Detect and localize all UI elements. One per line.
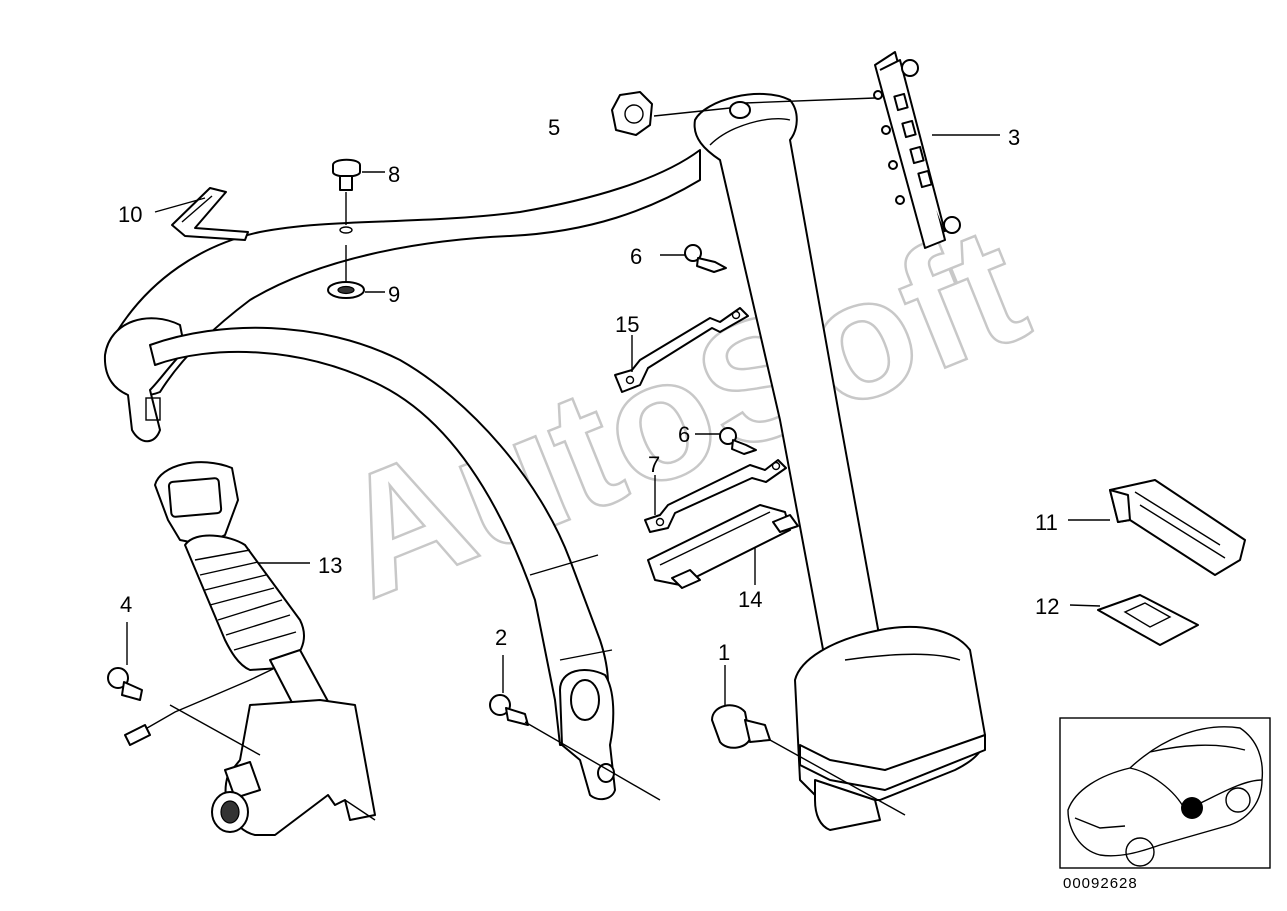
callout-6-lower: 6 <box>678 422 690 447</box>
vehicle-location-inset <box>1059 717 1271 869</box>
part-5-nut <box>611 91 731 136</box>
callout-1: 1 <box>718 640 730 665</box>
callout-7: 7 <box>648 452 660 477</box>
part-2-bolt <box>489 655 661 801</box>
callout-10: 10 <box>118 202 142 227</box>
callout-4: 4 <box>120 592 132 617</box>
part-7-bracket <box>644 459 787 533</box>
location-marker-icon <box>1181 797 1203 819</box>
callout-14: 14 <box>738 587 762 612</box>
part-3-height-adjuster-rail <box>744 51 1000 249</box>
callout-9: 9 <box>388 282 400 307</box>
callout-12: 12 <box>1035 594 1059 619</box>
callout-labels: 1 2 3 4 5 6 6 7 8 9 10 11 12 13 14 15 <box>118 115 1059 665</box>
part-12-trim-insert <box>1069 594 1199 646</box>
belt-strap-assembly <box>103 92 986 831</box>
callout-8: 8 <box>388 162 400 187</box>
callout-15: 15 <box>615 312 639 337</box>
part-8-stop-button <box>332 158 385 234</box>
part-10-strap-clip <box>154 187 249 241</box>
part-4-bolt-with-cable <box>107 622 276 746</box>
part-15-bracket <box>614 307 749 393</box>
part-9-spacer-ring <box>327 245 385 299</box>
part-6-screw-upper <box>660 244 727 273</box>
callout-3: 3 <box>1008 125 1020 150</box>
callout-2: 2 <box>495 625 507 650</box>
part-13-buckle-assembly <box>154 461 376 836</box>
part-11-cover <box>1068 479 1246 576</box>
diagram-code: 00092628 <box>1063 875 1138 892</box>
part-14-guide-trim <box>647 504 799 589</box>
callout-5: 5 <box>548 115 560 140</box>
callout-6-upper: 6 <box>630 244 642 269</box>
callout-11: 11 <box>1035 510 1058 535</box>
part-1-bolt <box>711 665 906 816</box>
callout-13: 13 <box>318 553 342 578</box>
part-6-screw-lower <box>695 427 757 455</box>
